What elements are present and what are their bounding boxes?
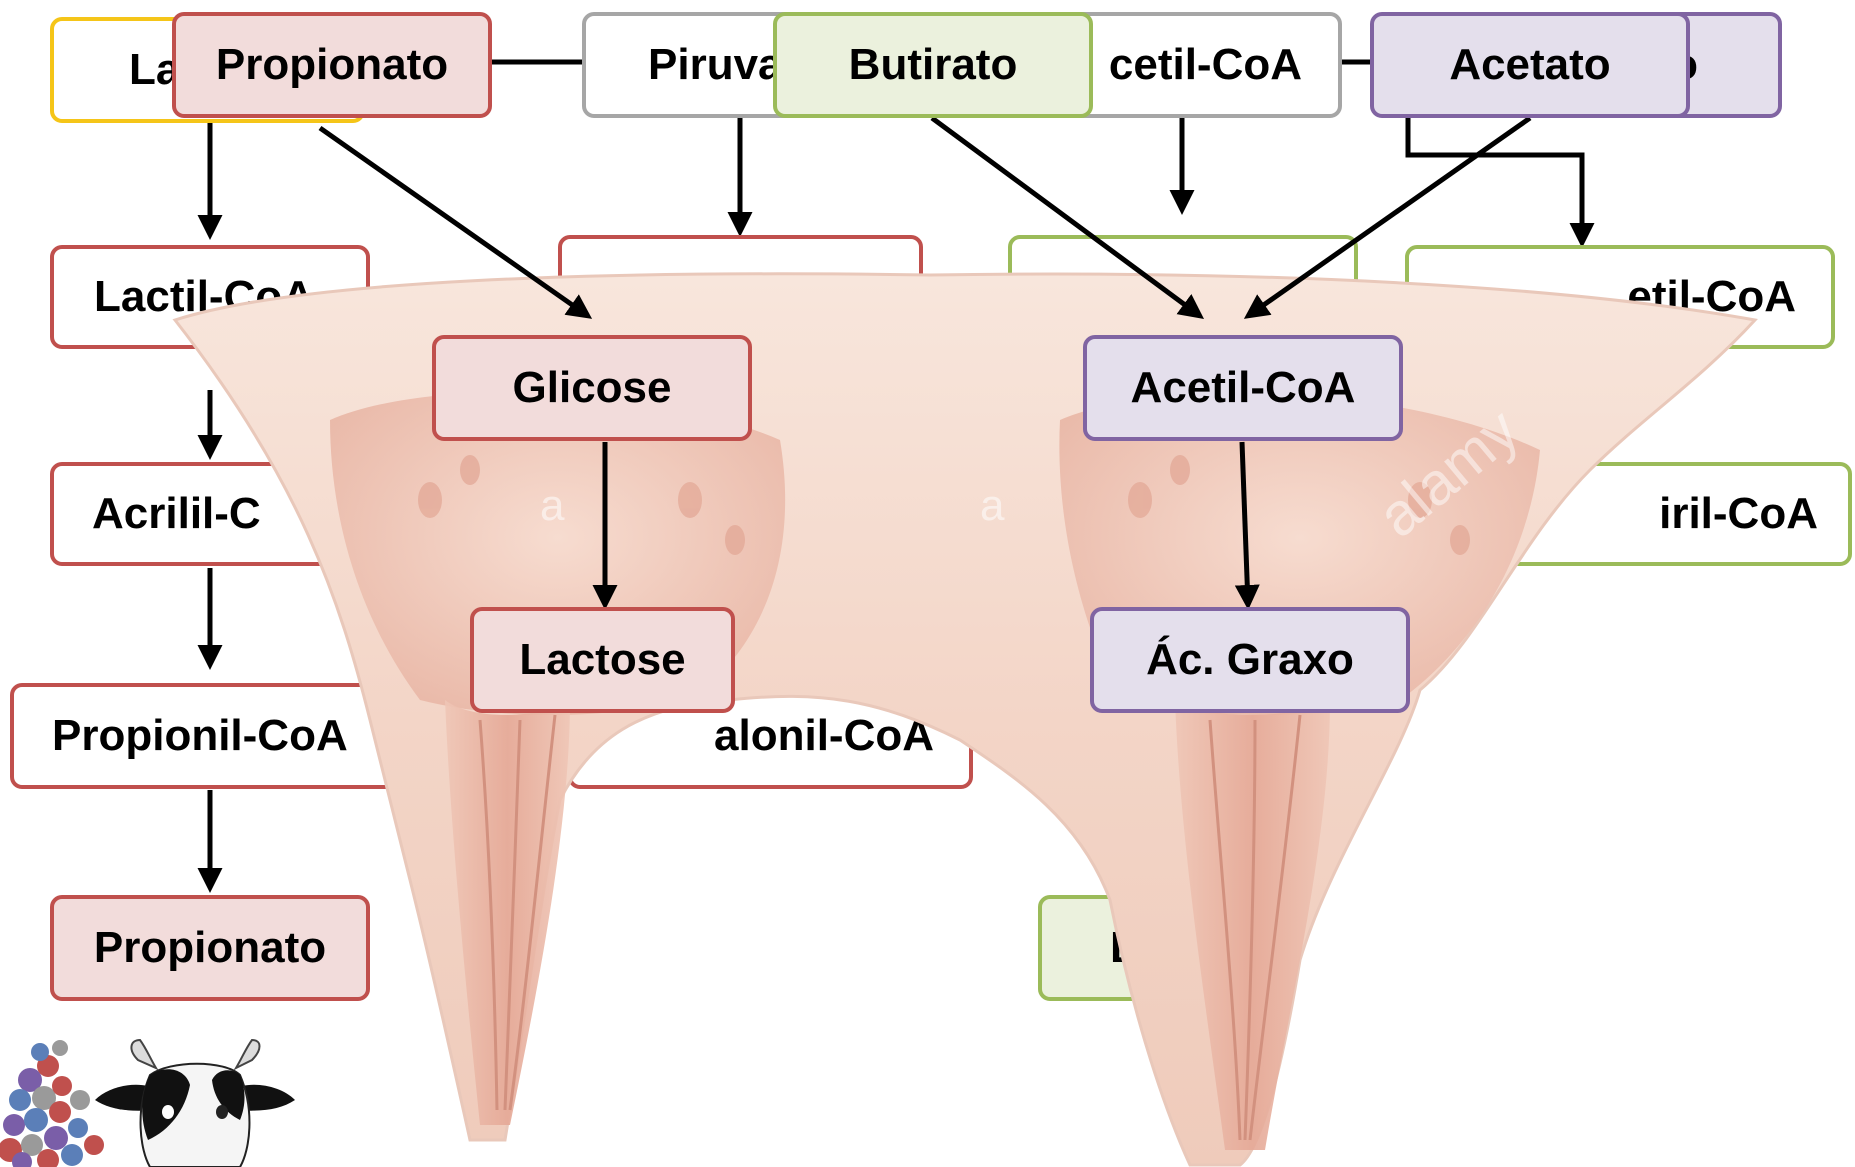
molecule-cluster [0,1040,104,1167]
cow-head-icon [95,1040,295,1167]
